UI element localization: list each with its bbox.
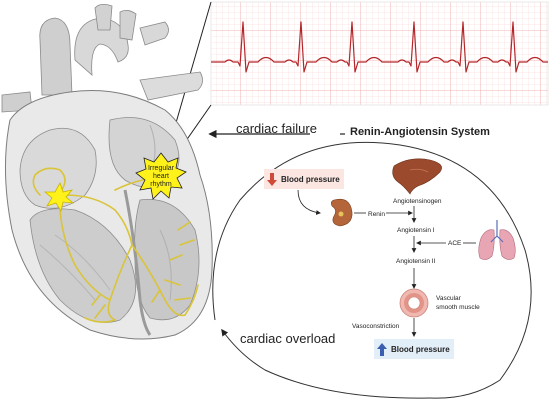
- badge-line-2: heart: [153, 173, 169, 180]
- vasoconstriction-label: Vasoconstriction: [352, 323, 400, 330]
- kidney-icon: [331, 198, 353, 227]
- irregular-rhythm-badge: Irregular heart rhythm: [135, 152, 187, 200]
- cardiac-failure-label: cardiac failure: [236, 121, 317, 136]
- liver-icon: [392, 158, 442, 195]
- badge-line-3: rhythm: [150, 181, 172, 188]
- bp-decrease-box: Blood pressure: [264, 169, 344, 189]
- renin-label: Renin: [368, 211, 385, 218]
- ecg-trace: [211, 21, 548, 73]
- sa-node-star: [43, 182, 75, 213]
- bp-increase-box: Blood pressure: [374, 339, 454, 359]
- vascular-label-line-1: Vascular: [436, 295, 462, 302]
- ras-title: Renin-Angiotensin System: [350, 126, 490, 138]
- angiotensin-1-label: Angiotensin I: [397, 227, 435, 234]
- ecg-panel: [210, 1, 549, 106]
- ace-label: ACE: [448, 240, 462, 247]
- angiotensin-2-label: Angiotensin II: [396, 258, 436, 265]
- lungs-icon: [478, 220, 516, 260]
- cardiac-overload-label: cardiac overload: [240, 331, 335, 346]
- cycle-arc-bottom: [221, 328, 431, 399]
- bp-increase-label: Blood pressure: [391, 345, 450, 354]
- conduction-pathway: [32, 167, 199, 323]
- heart-illustration: [1, 4, 213, 340]
- cycle-arc-right: [212, 141, 532, 399]
- arrow-up-icon: [377, 343, 387, 356]
- bp-decrease-label: Blood pressure: [281, 175, 340, 184]
- angiotensinogen-label: Angiotensinogen: [393, 198, 442, 205]
- vascular-label-line-2: smooth muscle: [436, 304, 480, 311]
- vascular-smooth-muscle-icon: [399, 288, 429, 318]
- badge-line-1: Irregular: [148, 165, 175, 172]
- arrow-down-icon: [267, 173, 277, 186]
